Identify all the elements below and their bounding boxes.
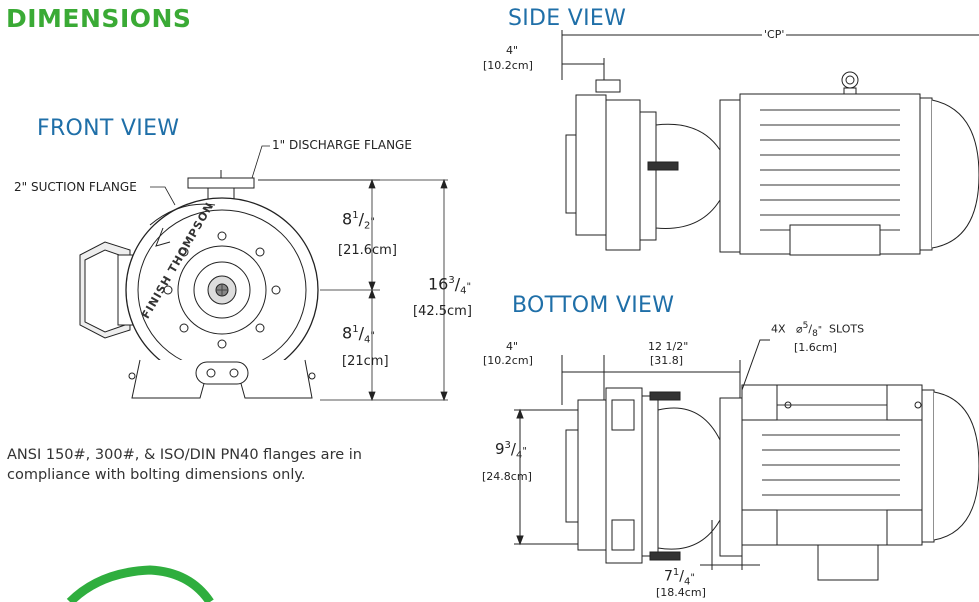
side-offset-cm: [10.2cm] bbox=[483, 59, 533, 72]
bottom-span-cm: [31.8] bbox=[650, 354, 684, 367]
front-total-cm: [42.5cm] bbox=[413, 304, 472, 319]
page-title: DIMENSIONS bbox=[6, 4, 192, 33]
bottom-foot-inch: 71/4" bbox=[664, 567, 695, 588]
side-view-title: SIDE VIEW bbox=[508, 6, 627, 31]
bottom-width-inch: 93/4" bbox=[495, 440, 527, 461]
brand-logo-arc bbox=[66, 565, 214, 602]
bottom-foot-cm: [18.4cm] bbox=[656, 586, 706, 599]
side-view-pump-drawing bbox=[561, 30, 979, 256]
bottom-slots-cm: [1.6cm] bbox=[794, 341, 837, 354]
side-offset-inch: 4" bbox=[506, 44, 519, 57]
bottom-slots-label: 4X ⌀5/8" SLOTS bbox=[771, 321, 865, 339]
bottom-width-cm: [24.8cm] bbox=[482, 470, 532, 483]
bottom-view-pump-drawing bbox=[514, 339, 979, 581]
bottom-offset-cm: [10.2cm] bbox=[483, 354, 533, 367]
bottom-span-inch: 12 1/2" bbox=[648, 340, 689, 353]
front-upper-inch: 81/2" bbox=[342, 209, 375, 232]
suction-flange-label: 2" SUCTION FLANGE bbox=[14, 180, 137, 194]
bottom-offset-inch: 4" bbox=[506, 340, 519, 353]
front-upper-cm: [21.6cm] bbox=[338, 243, 397, 258]
discharge-flange-label: 1" DISCHARGE FLANGE bbox=[272, 138, 412, 152]
flange-compliance-note: ANSI 150#, 300#, & ISO/DIN PN40 flanges … bbox=[7, 447, 362, 483]
bottom-view-title: BOTTOM VIEW bbox=[512, 293, 675, 318]
front-view-title: FRONT VIEW bbox=[37, 116, 180, 141]
front-lower-inch: 81/4" bbox=[342, 323, 375, 346]
side-cp-label: 'CP' bbox=[762, 28, 787, 41]
front-view-dimension-lines bbox=[150, 145, 448, 402]
front-view-pump-drawing bbox=[79, 170, 319, 399]
front-lower-cm: [21cm] bbox=[342, 354, 389, 369]
front-total-inch: 163/4" bbox=[428, 274, 472, 297]
